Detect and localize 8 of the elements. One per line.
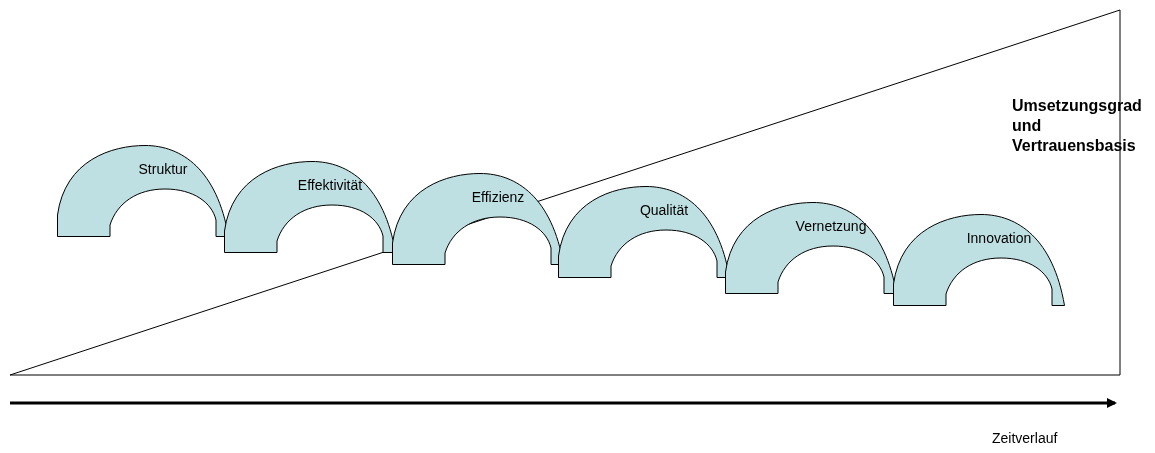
arch-label: Vernetzung bbox=[795, 218, 867, 234]
arch-label: Effizienz bbox=[471, 189, 525, 205]
arch-label: Innovation bbox=[966, 230, 1032, 246]
axis-label: Zeitverlauf bbox=[992, 430, 1058, 446]
arch-label: Qualität bbox=[639, 202, 689, 218]
arch-label: Struktur bbox=[138, 161, 188, 177]
arch-label: Effektivität bbox=[297, 177, 363, 193]
axis-title: Umsetzungsgrad und Vertrauensbasis bbox=[1012, 96, 1143, 156]
